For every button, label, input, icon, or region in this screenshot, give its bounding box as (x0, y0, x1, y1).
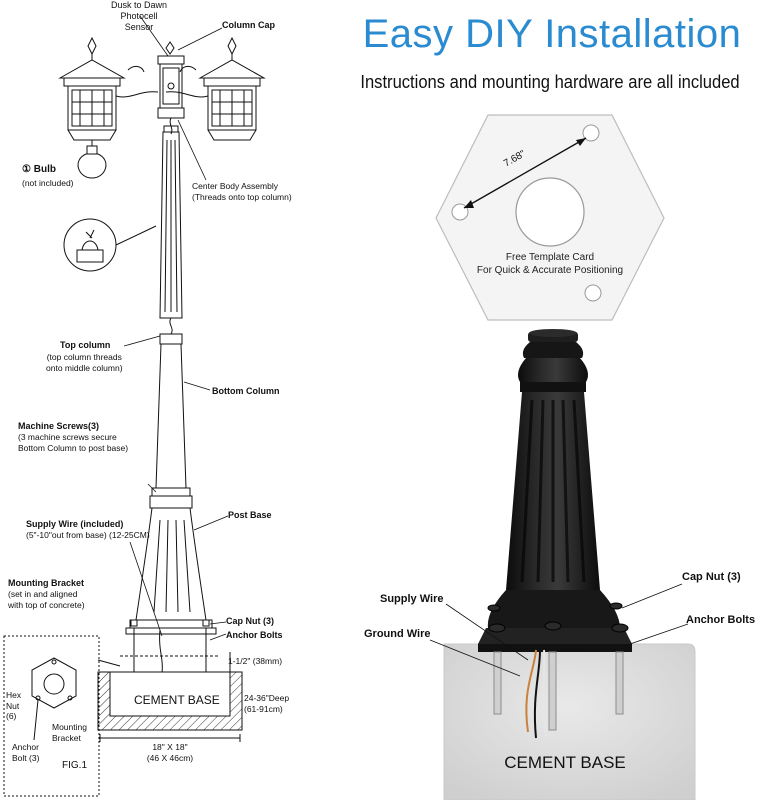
fig-hex-line2: Nut (6, 700, 20, 711)
cap-nut-label: Cap Nut (3) (226, 616, 274, 627)
mounting-bracket-note-line2: with top of concrete) (8, 599, 85, 610)
center-body-line2: (Threads onto top column) (192, 191, 292, 202)
machine-screws-note-line1: (3 machine screws secure (18, 432, 117, 442)
post-base-photo (429, 329, 696, 800)
cement-base-section (97, 652, 243, 742)
fig-hex-line3: (6) (6, 711, 17, 721)
photo-cap-nut-label: Cap Nut (3) (682, 571, 741, 583)
top-column-drawing (125, 117, 217, 673)
fig-bolt-line1: Anchor (12, 742, 39, 752)
photo-ground-wire-label: Ground Wire (364, 628, 431, 640)
depth-dimension-line1: 24-36"Deep (244, 693, 290, 703)
supply-wire-note: (5"-10"out from base) (12-25CM) (26, 530, 150, 540)
machine-screws-label: Machine Screws(3) (18, 421, 99, 432)
left-leader-lines (123, 15, 229, 641)
bottom-column-text: Bottom Column (212, 386, 280, 396)
post-base-label: Post Base (228, 510, 272, 521)
top-column-note-line2: onto middle column) (46, 362, 123, 373)
fig1-label: FIG.1 (62, 760, 88, 771)
depth-dimension-line2: (61-91cm) (244, 703, 283, 714)
top-column-label: Top column (60, 340, 110, 351)
fig-bolt-line2: Bolt (3) (12, 752, 40, 763)
bulb-label: ① Bulb (22, 164, 56, 175)
post-base-text: Post Base (228, 510, 272, 520)
top-column-note-line1: (top column threads (46, 352, 122, 362)
column-cap-text: Column Cap (222, 20, 275, 30)
photo-cement-base-label: CEMENT BASE (504, 753, 626, 772)
fig-bracket-line1: Mounting (52, 722, 87, 732)
width-dimension-line1: 18" X 18" (152, 742, 188, 752)
depth-dimension: 24-36"Deep (61-91cm) (244, 693, 289, 714)
fig-bracket-line2: Bracket (52, 732, 81, 743)
thread-detail-inset (63, 218, 157, 272)
dusk-sensor-line1: Dusk to Dawn (110, 0, 168, 10)
dusk-sensor-line2: Photocell Sensor (120, 11, 158, 32)
fig1-box (3, 635, 121, 797)
bulb-text: ① Bulb (22, 164, 56, 175)
fig-bracket-label: Mounting Bracket (52, 722, 87, 743)
template-card (435, 114, 665, 321)
bulb-note: (not included) (22, 178, 74, 188)
machine-screws-text: Machine Screws(3) (18, 421, 100, 431)
center-body-label: Center Body Assembly (Threads onto top c… (192, 181, 292, 202)
width-dimension-line2: (46 X 46cm) (146, 752, 194, 763)
center-body-line1: Center Body Assembly (192, 181, 278, 191)
supply-wire-label: Supply Wire (included) (26, 519, 123, 530)
fig-bolt-label: Anchor Bolt (3) (12, 742, 39, 763)
top-column-note: (top column threads onto middle column) (46, 352, 123, 373)
page-subtitle: Instructions and mounting hardware are a… (360, 72, 740, 92)
bottom-column-label: Bottom Column (212, 386, 280, 397)
top-column-text: Top column (60, 340, 111, 350)
fig-hex-line1: Hex (6, 690, 22, 700)
dusk-sensor-label: Dusk to Dawn Photocell Sensor (106, 0, 172, 33)
mounting-bracket-text: Mounting Bracket (8, 578, 85, 588)
height-dimension: 1-1/2" (38mm) (228, 656, 283, 666)
page-title: Easy DIY Installation (362, 12, 742, 56)
template-line2: For Quick & Accurate Positioning (476, 265, 624, 276)
width-dimension: 18" X 18" (46 X 46cm) (140, 742, 200, 763)
mounting-bracket-note-line1: (set in and aligned (8, 589, 78, 599)
template-line1: Free Template Card (505, 252, 595, 263)
machine-screws-note-line2: Bottom Column to post base) (18, 442, 129, 453)
supply-wire-text: Supply Wire (included) (26, 519, 124, 529)
machine-screws-note: (3 machine screws secure Bottom Column t… (18, 432, 128, 453)
lamp-lanterns (58, 36, 266, 179)
fig-hex-nut-label: Hex Nut (6) (6, 690, 21, 722)
photo-supply-wire-label: Supply Wire (380, 593, 444, 605)
mounting-bracket-label: Mounting Bracket (8, 578, 84, 589)
cap-nut-text: Cap Nut (3) (226, 616, 274, 626)
anchor-bolts-label: Anchor Bolts (226, 630, 283, 641)
mounting-bracket-note: (set in and aligned with top of concrete… (8, 589, 85, 610)
photo-anchor-bolts-label: Anchor Bolts (686, 614, 756, 626)
column-cap-label: Column Cap (222, 20, 275, 31)
anchor-bolts-text: Anchor Bolts (226, 630, 283, 640)
cement-base-label: CEMENT BASE (134, 693, 220, 707)
